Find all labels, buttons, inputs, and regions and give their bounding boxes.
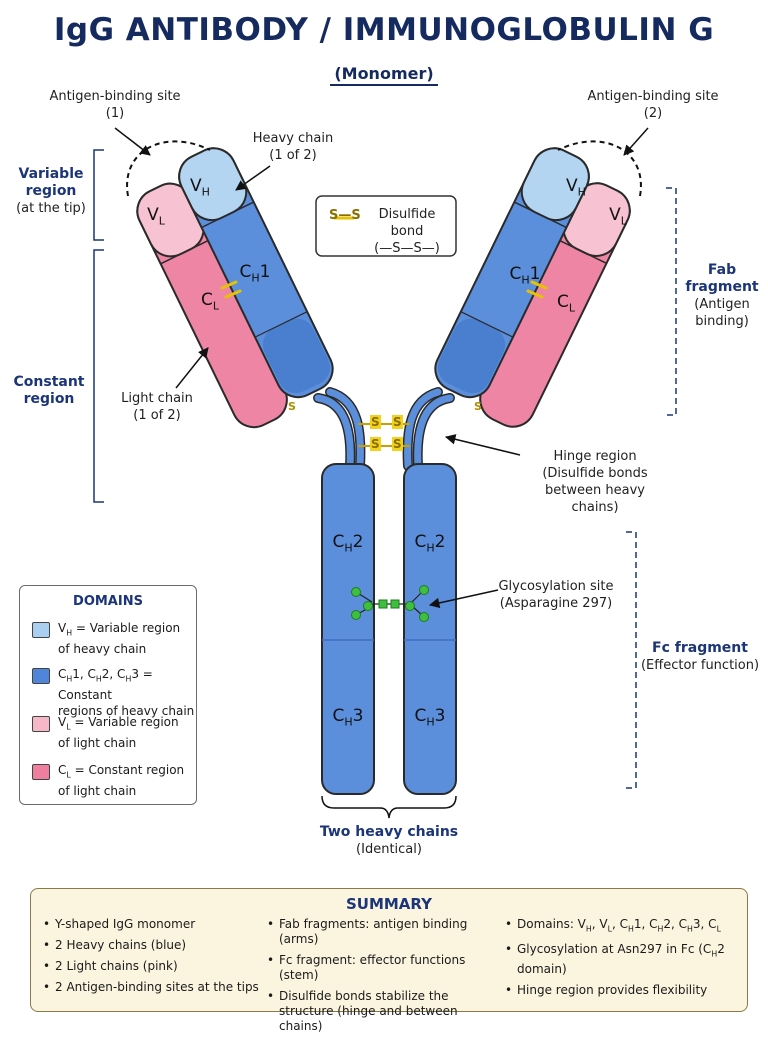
summary-col-1: Y-shaped IgG monomer 2 Heavy chains (blu…	[43, 917, 265, 1001]
summary-item: Hinge region provides flexibility	[505, 983, 743, 998]
glycan-icon	[351, 585, 429, 622]
summary-item: 2 Heavy chains (blue)	[43, 938, 265, 953]
summary-item: Y-shaped IgG monomer	[43, 917, 265, 932]
antigen-site-right-label: Antigen-binding site(2)	[587, 89, 719, 121]
disulfide-symbol: S—S	[329, 208, 361, 223]
left-ch1-label: CH1	[239, 262, 271, 285]
constant-region-label: Constant region	[13, 374, 85, 407]
subtitle: (Monomer)	[0, 64, 768, 86]
left-ch2-label: CH2	[332, 532, 364, 555]
summary-item: 2 Antigen-binding sites at the tips	[43, 980, 265, 995]
right-arm-s-label: S	[474, 400, 482, 413]
summary-item: Fab fragments: antigen binding (arms)	[267, 917, 499, 947]
hinge-strands	[313, 387, 455, 471]
light-chain-label: Light chain(1 of 2)	[121, 391, 193, 423]
left-ch3-label: CH3	[332, 706, 364, 729]
right-ch3-label: CH3	[414, 706, 446, 729]
two-heavy-chains-label: Two heavy chains (Identical)	[319, 824, 459, 857]
fc-fragment-label: Fc fragment (Effector function)	[640, 640, 760, 673]
left-heavy-chain	[178, 147, 334, 399]
summary-item: Fc fragment: effector functions (stem)	[267, 953, 499, 983]
left-arm-s-label: S	[288, 400, 296, 413]
right-ch2-label: CH2	[414, 532, 446, 555]
hinge-s-1: S	[370, 415, 381, 429]
variable-region-bracket	[93, 149, 104, 241]
hinge-s-2: S	[392, 415, 403, 429]
summary-title: SUMMARY	[345, 895, 433, 913]
antigen-site-arc-right	[557, 140, 642, 197]
legend-swatch-ch	[32, 668, 50, 684]
two-heavy-chains-brace	[321, 795, 457, 819]
fc-right-chain	[403, 463, 457, 795]
legend-title: DOMAINS	[73, 594, 143, 609]
antigen-site-left-label: Antigen-binding site(1)	[49, 89, 181, 121]
constant-region-bracket	[93, 249, 104, 503]
legend-swatch-cl	[32, 764, 50, 780]
heavy-chain-label: Heavy chain(1 of 2)	[252, 131, 334, 163]
hinge-region-label: Hinge region (Disulfide bonds between he…	[542, 449, 648, 515]
left-vl-label: VL	[147, 205, 165, 228]
fab-bracket	[666, 187, 677, 416]
right-vh-label: VH	[566, 176, 586, 199]
right-heavy-chain	[434, 147, 590, 399]
summary-item: Disulfide bonds stabilize the structure …	[267, 989, 499, 1034]
fc-left-chain	[321, 463, 375, 795]
summary-item: 2 Light chains (pink)	[43, 959, 265, 974]
fab-fragment-label: Fab fragment (Antigen binding)	[685, 262, 759, 329]
summary-col-3: Domains: VH, VL, CH1, CH2, CH3, CL Glyco…	[505, 917, 743, 1004]
disulfide-legend-text: Disulfide bond(—S—S—)	[374, 207, 440, 256]
glycosylation-label: Glycosylation site (Asparagine 297)	[498, 579, 614, 611]
variable-region-label: Variable region (at the tip)	[16, 166, 86, 216]
hinge-s-3: S	[370, 437, 381, 451]
summary-box: SUMMARY Y-shaped IgG monomer 2 Heavy cha…	[30, 888, 748, 1033]
fc-bracket	[626, 531, 637, 789]
page-title: IgG ANTIBODY / IMMUNOGLOBULIN G	[53, 12, 715, 48]
arm-disulfide-bonds	[220, 280, 548, 299]
right-vl-label: VL	[609, 205, 627, 228]
left-cl-label: CL	[200, 290, 219, 313]
disulfide-legend-box	[315, 195, 457, 257]
right-ch1-label: CH1	[509, 264, 541, 287]
legend-swatch-vl	[32, 716, 50, 732]
summary-col-2: Fab fragments: antigen binding (arms) Fc…	[267, 917, 499, 1040]
summary-item-glycosylation: Glycosylation at Asn297 in Fc (CH2 domai…	[505, 942, 743, 976]
left-vh-label: VH	[190, 176, 210, 199]
legend-swatch-vh	[32, 622, 50, 638]
summary-item-domains: Domains: VH, VL, CH1, CH2, CH3, CL	[505, 917, 743, 936]
right-cl-label: CL	[556, 292, 575, 315]
hinge-s-4: S	[392, 437, 403, 451]
